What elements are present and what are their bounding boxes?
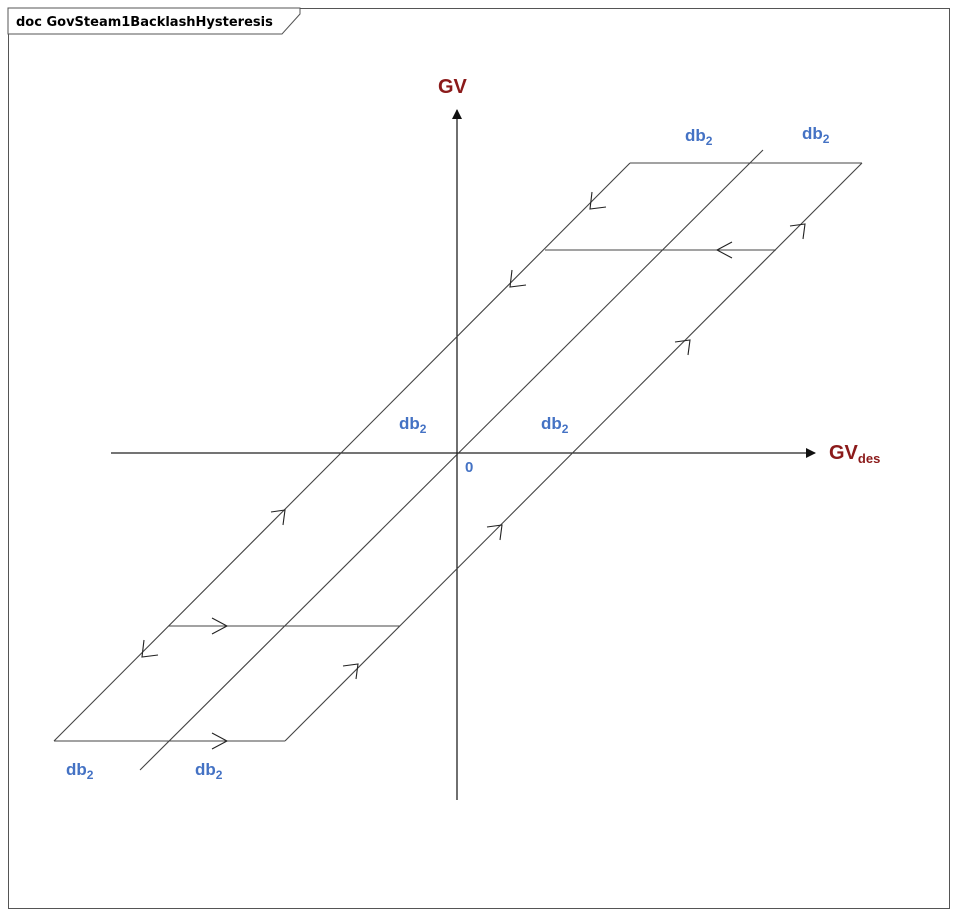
- arrow-right: [211, 617, 229, 635]
- arrow-left: [715, 241, 733, 259]
- arrow-right: [211, 732, 229, 750]
- db2-label: db2: [399, 414, 427, 436]
- hysteresis-loop: [53, 149, 863, 771]
- db2-label: db2: [802, 124, 830, 146]
- arrow-up-right: [674, 339, 691, 356]
- arrow-down-left: [589, 191, 607, 210]
- diagram-title: doc GovSteam1BacklashHysteresis: [16, 15, 273, 30]
- db2-label: db2: [541, 414, 569, 436]
- diagram-frame: [8, 8, 950, 909]
- arrow-down-left: [509, 269, 527, 288]
- right-diagonal: [284, 162, 863, 742]
- arrow-up-right: [486, 524, 503, 541]
- origin-label: 0: [465, 459, 473, 476]
- deadband-labels: db2 db2 db2 db2 db2 db2: [66, 124, 830, 782]
- arrow-down-left: [141, 639, 159, 658]
- x-axis-label: GVdes: [829, 442, 880, 466]
- y-axis-label: GV: [438, 76, 468, 98]
- center-diagonal: [139, 149, 764, 771]
- arrow-up-right: [342, 663, 359, 680]
- direction-arrows: [141, 191, 806, 750]
- arrow-up-right: [270, 509, 286, 526]
- arrow-up-right: [789, 223, 806, 240]
- db2-label: db2: [195, 760, 223, 782]
- db2-label: db2: [66, 760, 94, 782]
- title-tab: doc GovSteam1BacklashHysteresis: [7, 7, 301, 35]
- left-diagonal: [53, 162, 631, 742]
- db2-label: db2: [685, 126, 713, 148]
